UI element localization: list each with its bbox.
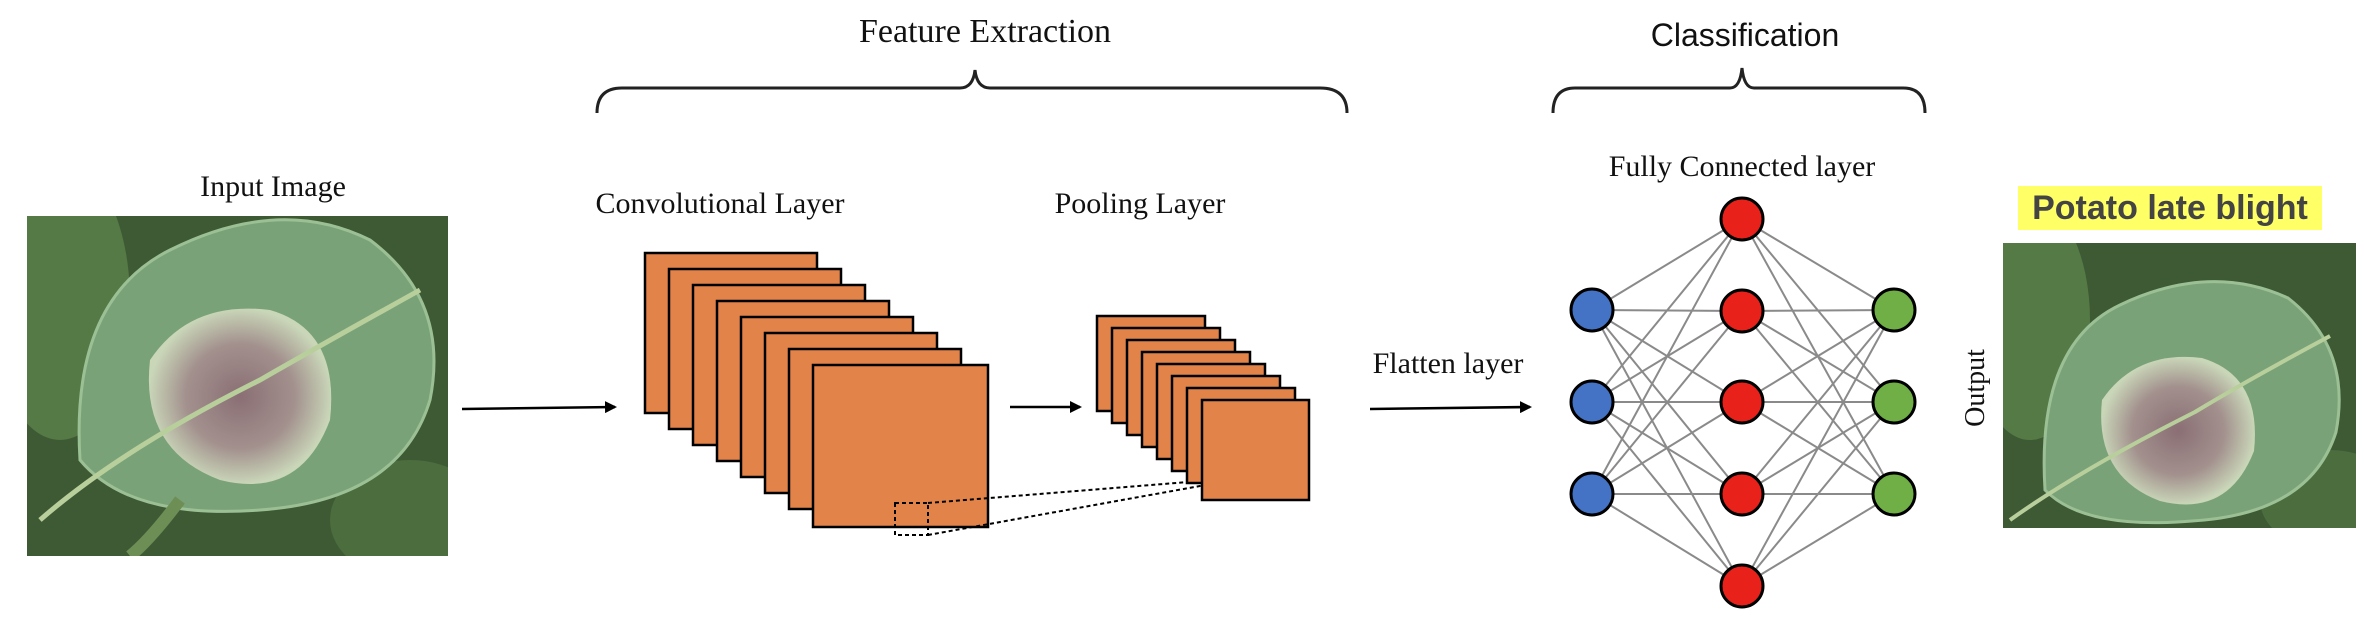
classification-title: Classification — [1651, 17, 1840, 53]
arrow-input-to-conv — [461, 401, 617, 414]
fc-input-node — [1569, 471, 1615, 517]
fc-hidden-node — [1719, 288, 1765, 334]
input-leaf-image — [27, 216, 448, 556]
fc-connection — [1591, 218, 1743, 403]
fc-connection — [1741, 309, 1895, 403]
fc-hidden-node — [1719, 379, 1765, 425]
fc-output-node — [1871, 379, 1917, 425]
pool-feature-maps — [1095, 314, 1311, 502]
input-image-label: Input Image — [200, 170, 346, 203]
fc-connection — [1591, 493, 1743, 587]
fc-connection — [1741, 493, 1895, 587]
fc-layer-label: Fully Connected layer — [1609, 150, 1876, 183]
conv-feature-maps — [643, 251, 990, 529]
fc-connection — [1591, 310, 1743, 495]
fc-connection — [1741, 401, 1895, 587]
pool-feature-map — [1200, 398, 1311, 502]
conv-layer-label: Convolutional Layer — [595, 187, 844, 220]
fully-connected-network — [1569, 196, 1917, 609]
fc-connection — [1741, 309, 1895, 495]
output-leaf-image — [2003, 243, 2356, 528]
prediction-label: Potato late blight — [2032, 189, 2308, 227]
fc-hidden-node — [1719, 196, 1765, 242]
fc-connection — [1591, 218, 1743, 495]
projection-line-bottom — [927, 476, 1251, 536]
fc-connection — [1741, 309, 1895, 587]
fc-connection — [1741, 309, 1895, 312]
fc-hidden-node — [1719, 563, 1765, 609]
feature-extraction-title: Feature Extraction — [859, 13, 1111, 50]
fc-input-node — [1569, 379, 1615, 425]
flatten-layer-label: Flatten layer — [1373, 347, 1524, 380]
fc-connections — [1591, 218, 1895, 587]
arrow-flatten — [1369, 401, 1532, 414]
fc-output-node — [1871, 287, 1917, 333]
output-label: Output — [1960, 349, 1991, 427]
fc-output-node — [1871, 471, 1917, 517]
fc-connection — [1741, 218, 1895, 311]
conv-feature-map — [811, 363, 990, 529]
fc-input-node — [1569, 287, 1615, 333]
prediction-highlight — [2018, 186, 2322, 230]
fc-connection — [1591, 401, 1743, 495]
fc-hidden-node — [1719, 471, 1765, 517]
fc-connection — [1591, 218, 1743, 311]
classification-brace — [1551, 67, 1927, 114]
pooling-layer-label: Pooling Layer — [1055, 187, 1226, 220]
conv-kernel-window — [894, 502, 929, 536]
feature-extraction-brace — [595, 69, 1349, 114]
